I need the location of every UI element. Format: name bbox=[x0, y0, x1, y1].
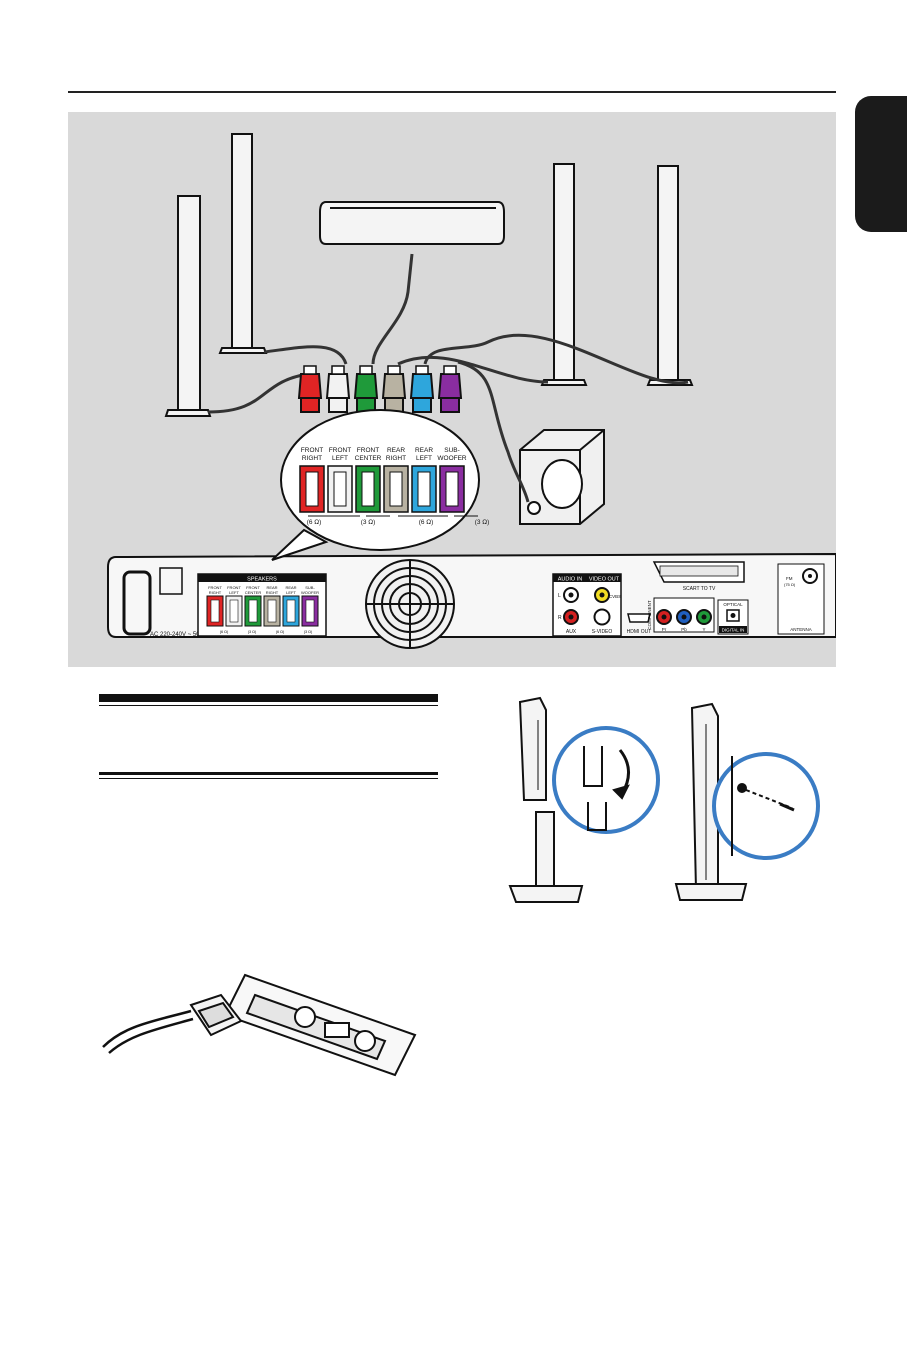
hdmi-out-port bbox=[627, 613, 651, 623]
rear-terminal-label-line1: REAR bbox=[285, 585, 296, 590]
terminal-label-line2: WOOFER bbox=[437, 455, 467, 462]
fm-ohm-label: (75 Ω) bbox=[784, 582, 796, 587]
terminal-label-line2: LEFT bbox=[416, 455, 432, 462]
speaker-plug bbox=[297, 365, 323, 413]
impedance-label: (3 Ω) bbox=[361, 519, 376, 526]
speaker-plug bbox=[381, 365, 407, 413]
screw-zoom-circle bbox=[712, 752, 820, 860]
rear-terminal-label-line2: RIGHT bbox=[266, 590, 279, 595]
audio-in-label: AUDIO IN bbox=[558, 577, 582, 583]
rear-impedance-label: (6 Ω) bbox=[220, 630, 229, 634]
speaker-plug bbox=[437, 365, 463, 413]
front-right-tower-speaker bbox=[218, 133, 268, 354]
rear-terminal-label-line2: LEFT bbox=[229, 590, 239, 595]
optical-label: OPTICAL bbox=[723, 602, 743, 607]
pb-label: Pb bbox=[681, 627, 687, 632]
y-label: Y bbox=[702, 627, 705, 632]
speakers-header: SPEAKERS bbox=[247, 577, 277, 583]
audio-in-l-label: L bbox=[558, 593, 561, 599]
rear-terminal-label-line1: FRONT bbox=[227, 585, 241, 590]
language-tab bbox=[855, 96, 907, 232]
terminal-label-line2: RIGHT bbox=[302, 455, 322, 462]
av-io-block bbox=[552, 573, 622, 637]
component-label: COMPONENT bbox=[647, 600, 652, 630]
hdmi-out-label: HDMI OUT bbox=[627, 629, 652, 635]
power-label: AC 220-240V ~ 50Hz bbox=[150, 632, 207, 638]
s-video-jack bbox=[593, 608, 611, 626]
speaker-plug bbox=[353, 365, 379, 413]
terminal-label-line1: FRONT bbox=[329, 447, 351, 454]
terminal-label-line2: RIGHT bbox=[386, 455, 406, 462]
plug-connector-illustration bbox=[102, 973, 417, 1077]
attach-zoom-circle bbox=[552, 726, 660, 834]
speaker-plug bbox=[409, 365, 435, 413]
rear-terminal-label-line2: WOOFER bbox=[301, 590, 319, 595]
terminal-label-line1: REAR bbox=[415, 447, 433, 454]
video-out-label: VIDEO OUT bbox=[589, 577, 620, 583]
rear-terminal-label-line2: LEFT bbox=[286, 590, 296, 595]
speaker-cables bbox=[207, 253, 689, 503]
terminal-label-line2: CENTER bbox=[355, 455, 382, 462]
section-rule-thick bbox=[99, 694, 438, 702]
impedance-label: (3 Ω) bbox=[475, 519, 490, 526]
rear-right-tower-speaker bbox=[646, 165, 694, 386]
impedance-label: (6 Ω) bbox=[419, 519, 434, 526]
section-rule-bottom bbox=[99, 772, 438, 775]
aux-label: AUX bbox=[566, 629, 577, 635]
rear-left-tower-speaker bbox=[540, 163, 588, 386]
cvbs-label: CVBS bbox=[609, 594, 621, 599]
subwoofer bbox=[519, 429, 605, 525]
main-unit-rear-panel: AC 220-240V ~ 50Hz SPEAKERS FRONTRIGHTFR… bbox=[107, 552, 836, 649]
front-left-tower-speaker bbox=[164, 195, 212, 417]
rear-terminal-label-line1: FRONT bbox=[208, 585, 222, 590]
rear-speaker-terminal: SUB-WOOFER bbox=[301, 585, 319, 627]
terminal-label-line1: SUB- bbox=[444, 447, 460, 454]
rear-terminal-label-line1: FRONT bbox=[246, 585, 260, 590]
handle-icon bbox=[122, 570, 152, 636]
zoom-terminal: SUB-WOOFER bbox=[437, 447, 467, 513]
terminal-label-line2: LEFT bbox=[332, 455, 348, 462]
section-rule-thin bbox=[99, 705, 438, 706]
s-video-label: S-VIDEO bbox=[592, 629, 613, 635]
rear-impedance-label: (3 Ω) bbox=[248, 630, 257, 634]
header-rule bbox=[68, 91, 836, 93]
section-rule-bottom-thin bbox=[99, 778, 438, 779]
zoomed-speaker-terminals: FRONTRIGHTFRONTLEFTFRONTCENTERREARRIGHTR… bbox=[299, 447, 490, 526]
speaker-plug bbox=[325, 365, 351, 413]
rear-impedance-label: (6 Ω) bbox=[276, 630, 285, 634]
rear-terminal-label-line1: REAR bbox=[266, 585, 277, 590]
speaker-connection-illustration: AC 220-240V ~ 50Hz SPEAKERS FRONTRIGHTFR… bbox=[107, 133, 836, 649]
terminal-label-line1: FRONT bbox=[301, 447, 323, 454]
terminal-label-line1: REAR bbox=[387, 447, 405, 454]
digital-in-label: DIGITAL IN bbox=[722, 628, 745, 633]
rear-terminal-label-line1: SUB- bbox=[305, 585, 315, 590]
center-speaker bbox=[319, 201, 505, 245]
audio-in-r-label: R bbox=[558, 615, 562, 621]
impedance-label: (6 Ω) bbox=[307, 519, 322, 526]
terminal-label-line1: FRONT bbox=[357, 447, 379, 454]
power-socket bbox=[159, 567, 183, 595]
rear-terminal-label-line2: CENTER bbox=[245, 590, 262, 595]
rear-impedance-label: (3 Ω) bbox=[304, 630, 313, 634]
rear-terminal-label-line2: RIGHT bbox=[209, 590, 222, 595]
cooling-fan bbox=[365, 559, 455, 649]
scart-to-tv-label: SCART TO TV bbox=[683, 586, 716, 592]
pr-label: Pr bbox=[662, 627, 667, 632]
speaker-plugs bbox=[297, 365, 463, 413]
stand-assembly-illustration bbox=[508, 696, 820, 903]
antenna-label: ANTENNA bbox=[790, 627, 812, 632]
fm-label: FM bbox=[786, 576, 793, 581]
